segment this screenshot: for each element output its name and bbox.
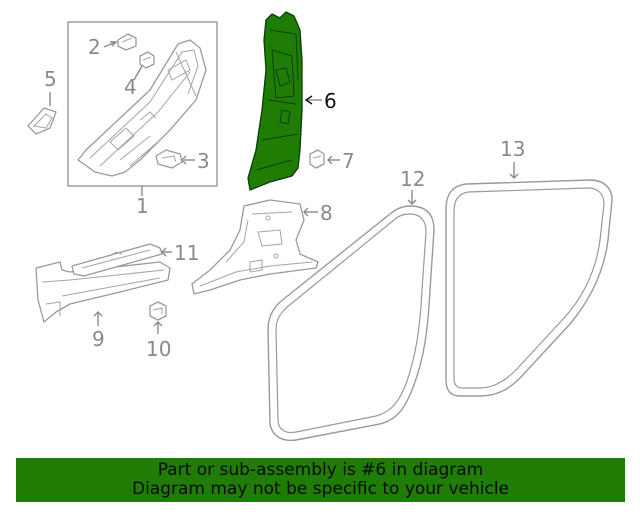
- callout-4: 4: [124, 75, 137, 99]
- part-11-scuff-plate[interactable]: 11: [71, 241, 199, 277]
- part-5-cover[interactable]: 5: [27, 67, 57, 135]
- part-1-group[interactable]: 1 2 3 4: [67, 21, 218, 218]
- callout-3: 3: [197, 149, 210, 173]
- callout-7: 7: [342, 149, 355, 173]
- part-3-clip[interactable]: [155, 149, 183, 169]
- callout-8: 8: [320, 201, 333, 225]
- part-info-banner: Part or sub-assembly is #6 in diagram Di…: [16, 458, 625, 502]
- part-4-fastener[interactable]: [139, 51, 155, 69]
- callout-5: 5: [44, 67, 57, 91]
- part-6-b-pillar-trim[interactable]: 6: [247, 11, 337, 191]
- part-13-door-seal[interactable]: 13: [445, 137, 613, 397]
- callout-10: 10: [146, 337, 171, 361]
- part-9-sill-trim[interactable]: 9: [35, 261, 171, 351]
- callout-12: 12: [400, 167, 425, 191]
- callout-13: 13: [500, 137, 525, 161]
- callout-2: 2: [88, 35, 101, 59]
- part-12-door-seal[interactable]: 12: [267, 167, 435, 442]
- banner-line-2: Diagram may not be specific to your vehi…: [131, 479, 509, 499]
- part-7-clip[interactable]: 7: [309, 149, 355, 173]
- part-2-clip[interactable]: [117, 33, 137, 51]
- callout-11: 11: [174, 241, 199, 265]
- callout-9: 9: [92, 327, 105, 351]
- part-10-clip[interactable]: 10: [146, 301, 171, 361]
- banner-line-1: Part or sub-assembly is #6 in diagram: [157, 460, 484, 480]
- callout-6: 6: [324, 89, 337, 113]
- callout-1: 1: [136, 194, 149, 218]
- part-8-lower-trim[interactable]: 8: [191, 199, 333, 295]
